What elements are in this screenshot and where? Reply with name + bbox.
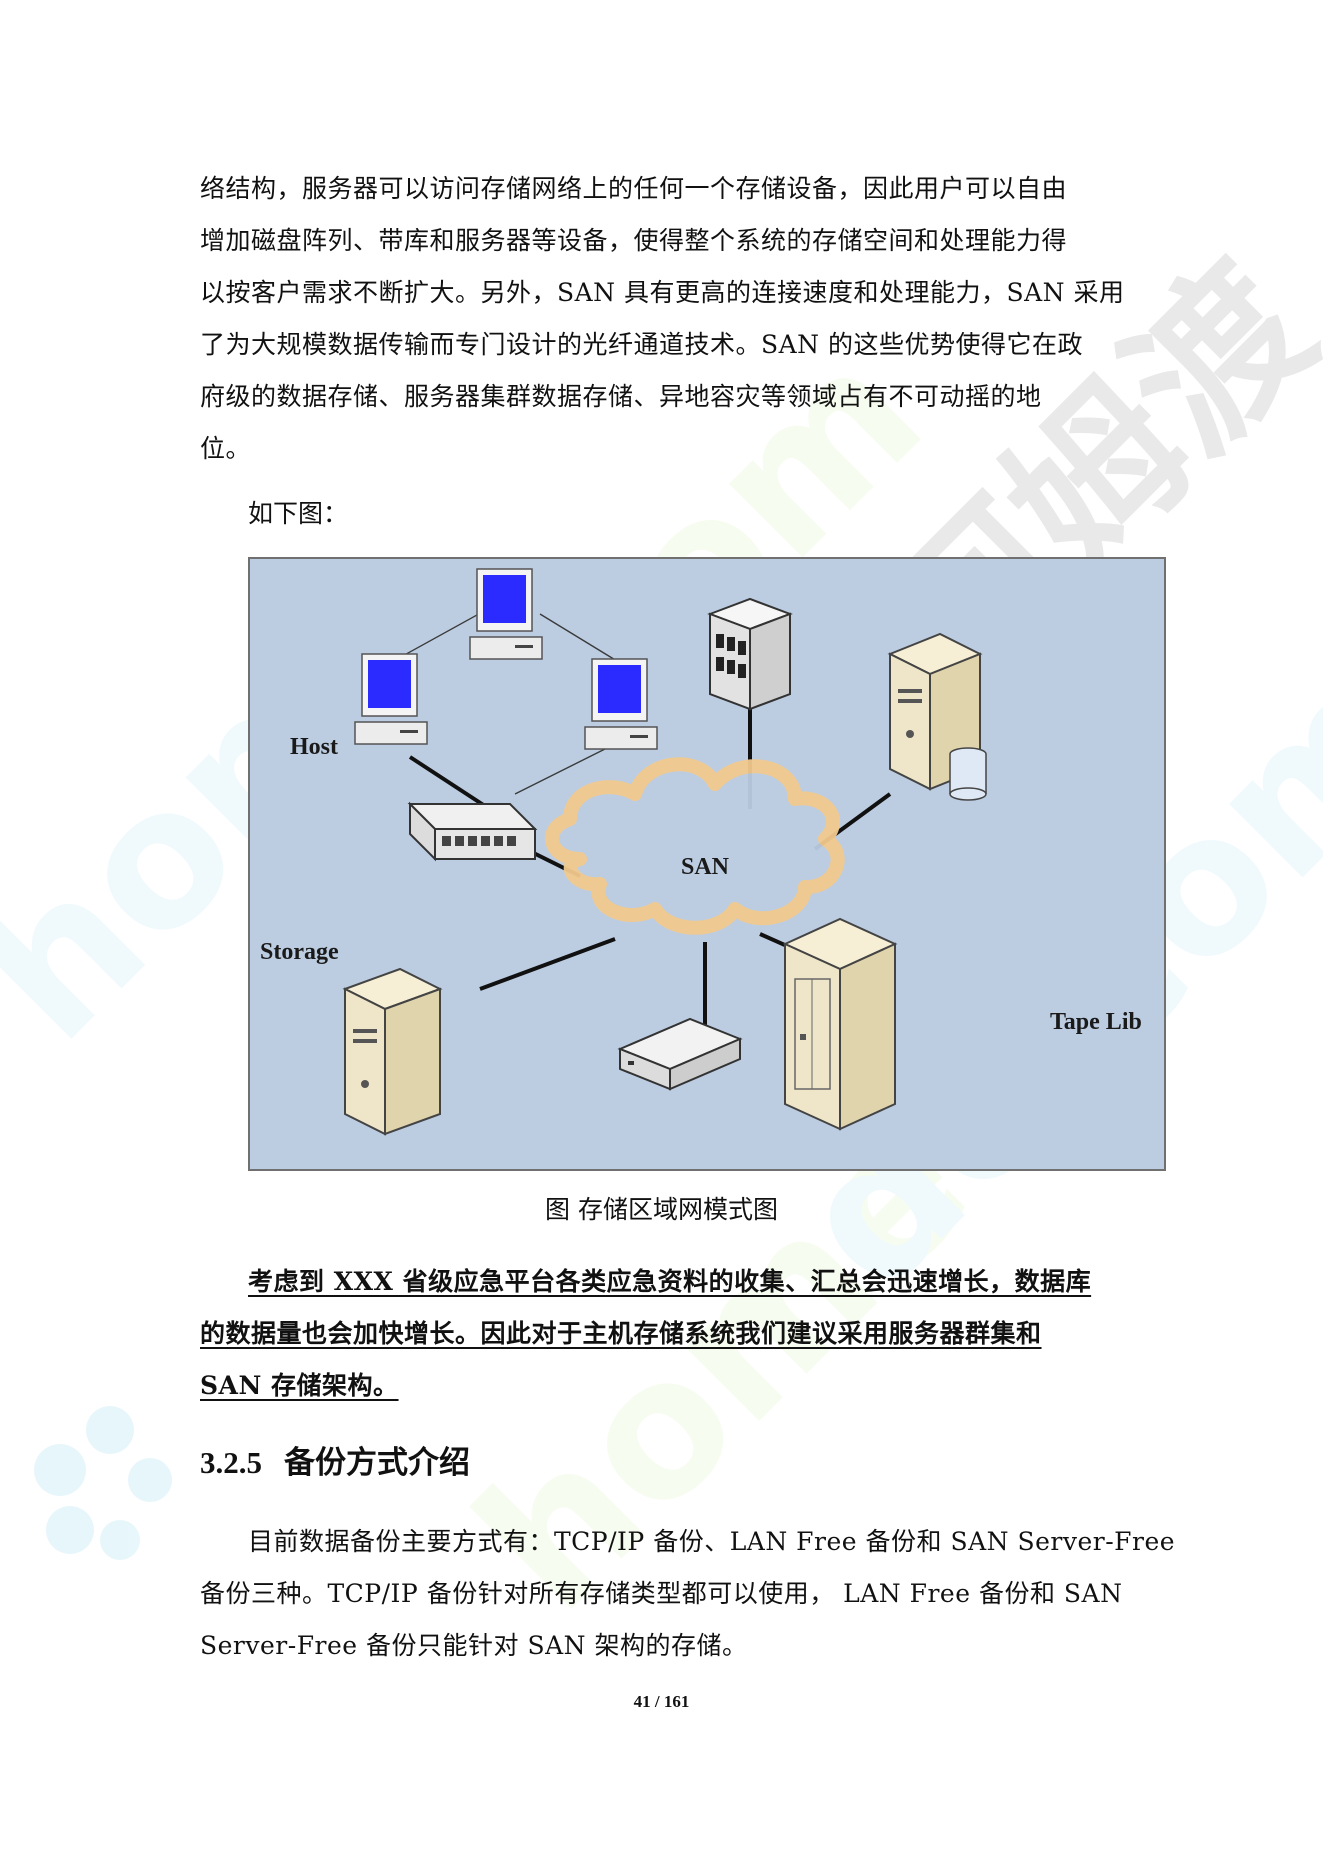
text-line: 络结构，服务器可以访问存储网络上的任何一个存储设备，因此用户可以自由 (200, 174, 1068, 203)
san-cloud: SAN (544, 757, 845, 935)
tape-lib-label: Tape Lib (1050, 1009, 1142, 1035)
network-switch (407, 801, 538, 862)
figure-intro: 如下图： (248, 499, 349, 528)
text-line: 增加磁盘阵列、带库和服务器等设备，使得整个系统的存储空间和处理能力得 (200, 226, 1068, 255)
text-line: 以按客户需求不断扩大。另外，SAN 具有更高的连接速度和处理能力，SAN 采用 (200, 278, 1125, 307)
database-server (887, 632, 987, 801)
paragraph-recommendation: 考虑到 XXX 省级应急平台各类应急资料的收集、汇总会迅速增长，数据库 的数据量… (200, 1256, 1125, 1412)
san-diagram-svg: SAN Host (260, 568, 1142, 1136)
server-building (707, 597, 793, 711)
san-diagram: SAN Host (248, 557, 1166, 1171)
section-title: 备份方式介绍 (284, 1445, 470, 1481)
storage-server (342, 967, 443, 1136)
host-computer-2 (469, 568, 543, 660)
figure-caption: 图 存储区域网模式图 (545, 1195, 778, 1224)
text-line: SAN 存储架构。 (200, 1371, 399, 1400)
paragraph-san-advantages: 络结构，服务器可以访问存储网络上的任何一个存储设备，因此用户可以自由 增加磁盘阵… (200, 163, 1125, 475)
text-line: 目前数据备份主要方式有：TCP/IP 备份、LAN Free 备份和 SAN S… (248, 1527, 1176, 1556)
text-line: 了为大规模数据传输而专门设计的光纤通道技术。SAN 的这些优势使得它在政 (200, 330, 1084, 359)
host-computer-1 (354, 653, 428, 745)
text-line: 位。 (200, 434, 252, 463)
host-label: Host (290, 734, 338, 760)
section-number: 3.2.5 (200, 1445, 262, 1480)
fibre-switch-device (617, 1017, 743, 1091)
text-line: 考虑到 XXX 省级应急平台各类应急资料的收集、汇总会迅速增长，数据库 (248, 1267, 1092, 1296)
paragraph-backup-methods: 目前数据备份主要方式有：TCP/IP 备份、LAN Free 备份和 SAN S… (200, 1516, 1176, 1672)
section-heading: 3.2.5 备份方式介绍 (200, 1438, 470, 1488)
page-number: 41 / 161 (633, 1692, 690, 1711)
tape-library (782, 917, 898, 1131)
text-line: 府级的数据存储、服务器集群数据存储、异地容灾等领域占有不可动摇的地 (200, 382, 1042, 411)
san-label: SAN (681, 854, 730, 880)
storage-label: Storage (260, 939, 339, 965)
text-line: 备份三种。TCP/IP 备份针对所有存储类型都可以使用， LAN Free 备份… (200, 1579, 1123, 1608)
text-line: Server-Free 备份只能针对 SAN 架构的存储。 (200, 1631, 748, 1660)
host-computer-3 (584, 658, 658, 750)
text-line: 的数据量也会加快增长。因此对于主机存储系统我们建议采用服务器群集和 (200, 1319, 1042, 1348)
